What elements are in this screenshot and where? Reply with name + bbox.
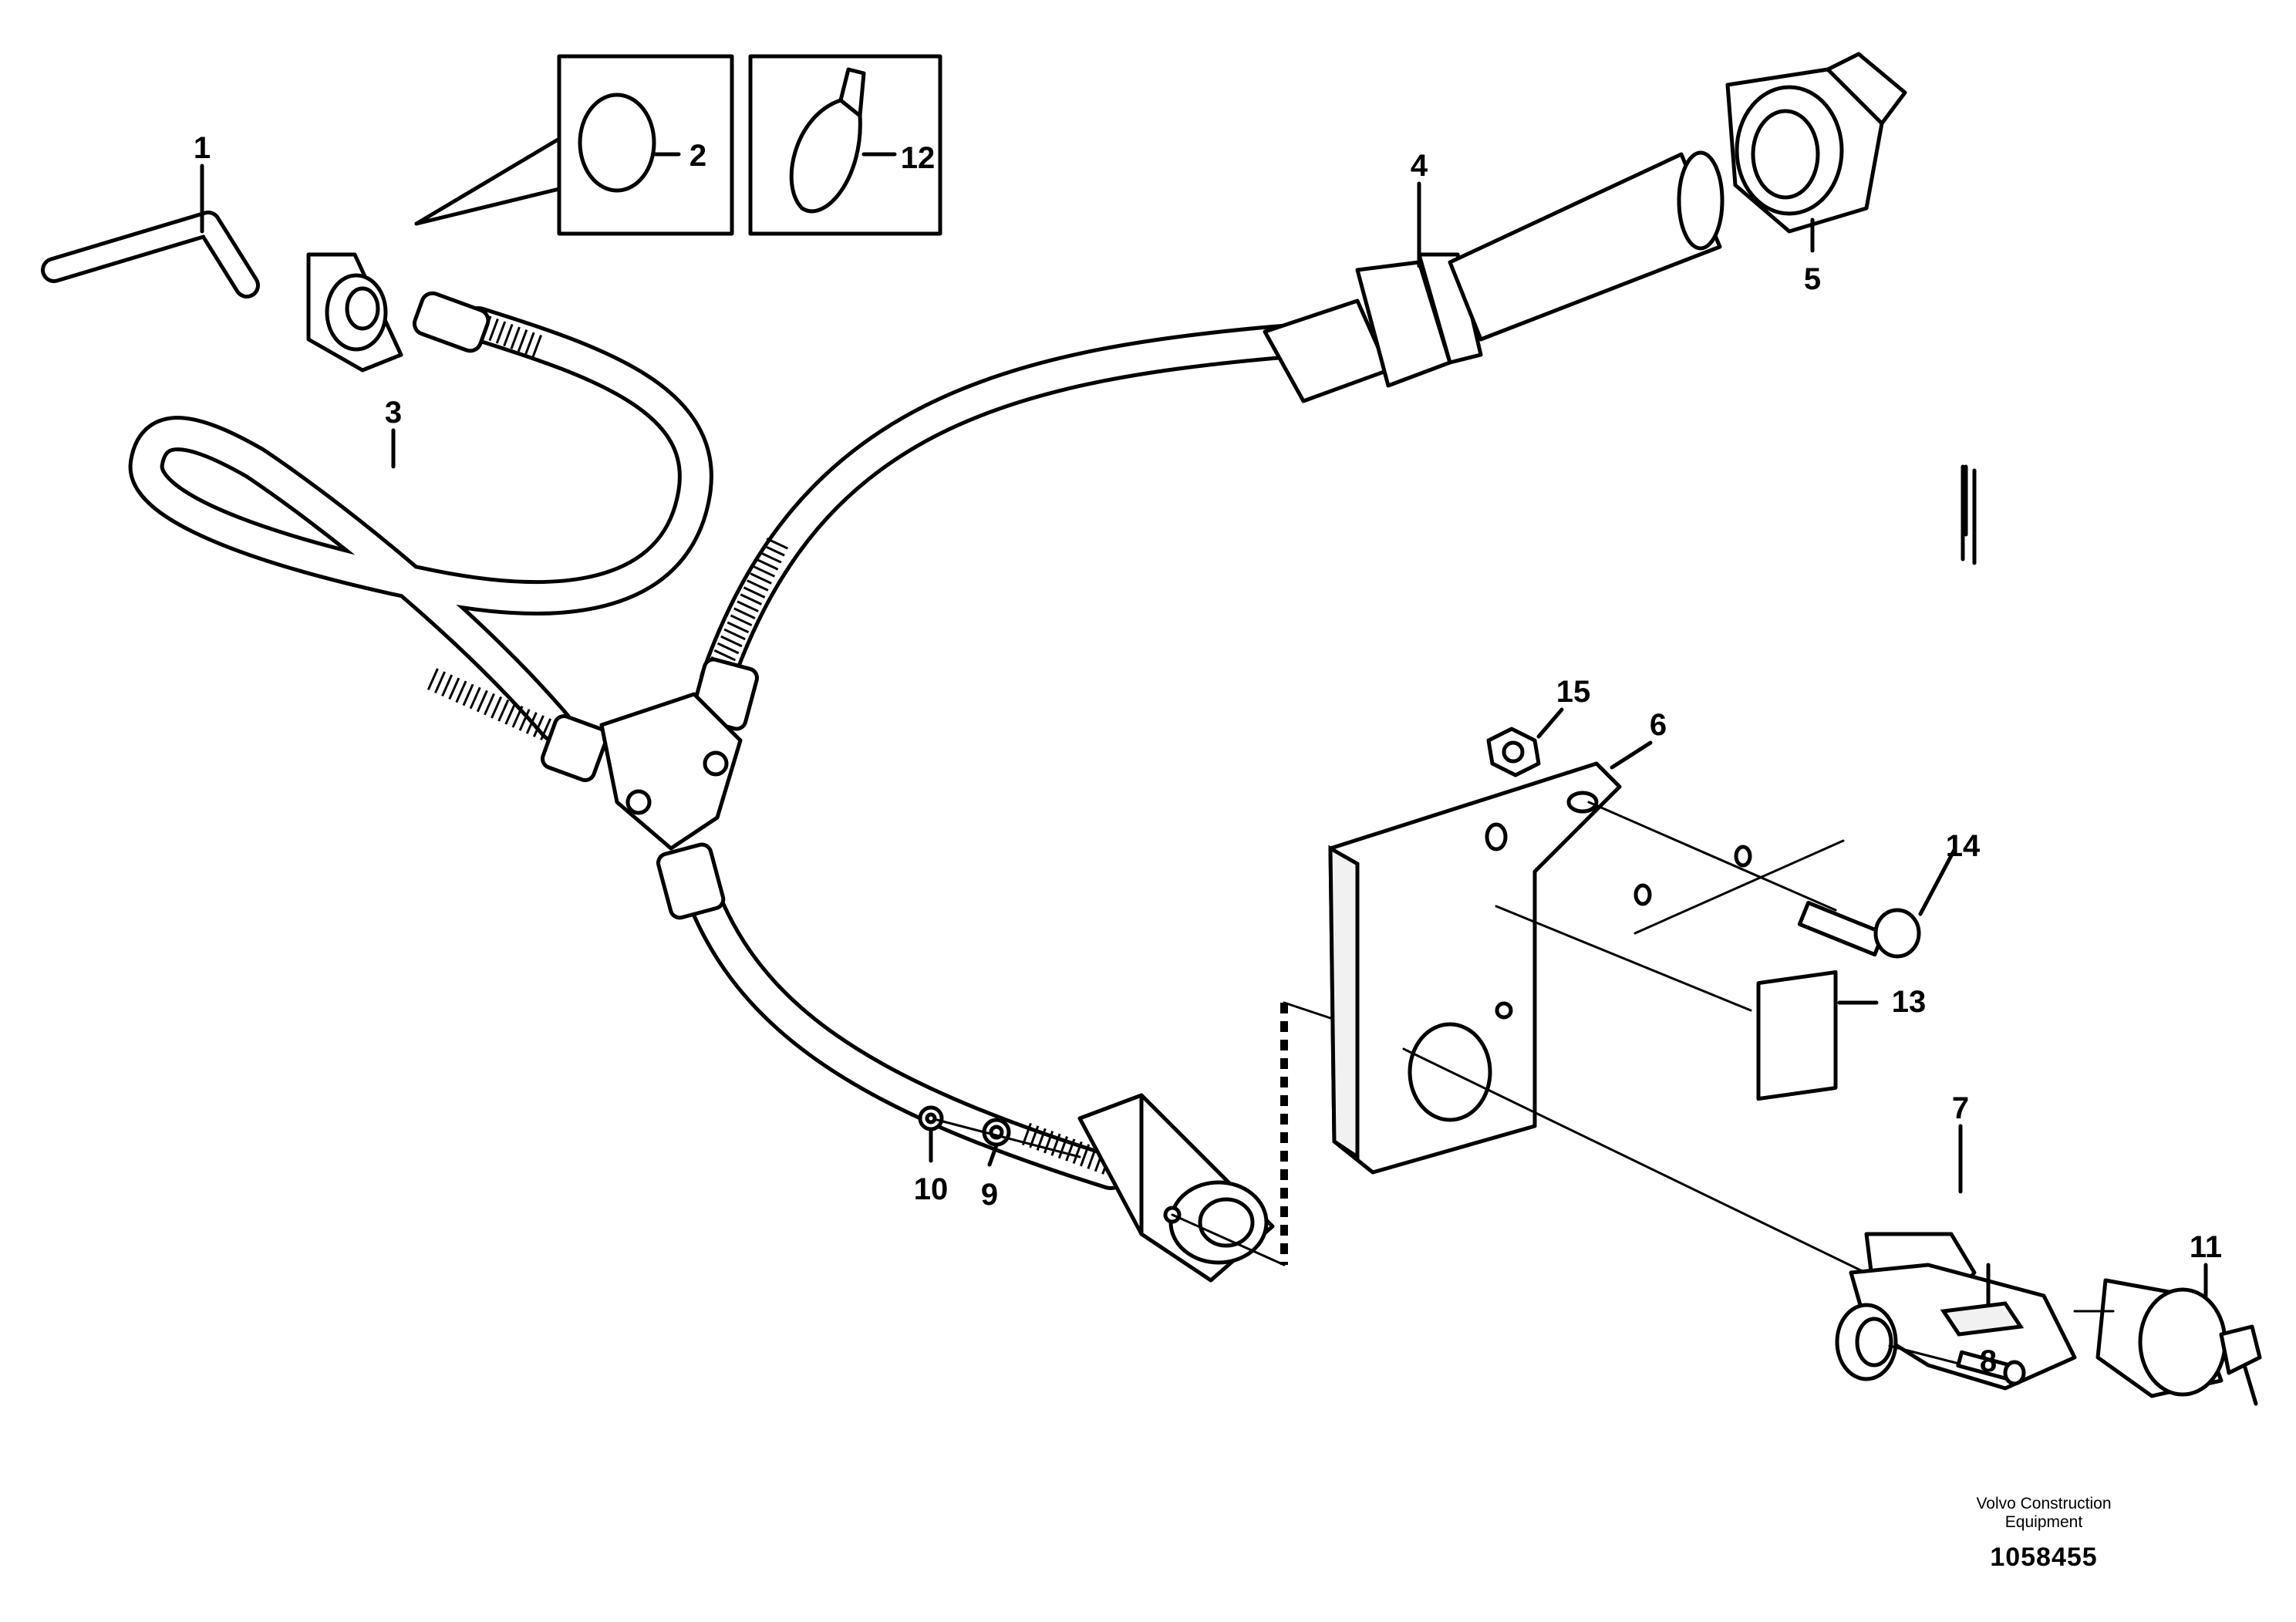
callout-6: 6	[1650, 708, 1667, 742]
callout-2: 2	[689, 139, 706, 173]
nut-15	[1486, 727, 1541, 777]
label-plate-13	[1756, 969, 1838, 1101]
document-number: 1058455	[1990, 1543, 2098, 1572]
callout-4: 4	[1411, 149, 1428, 183]
brand-line-1: Volvo Construction	[1976, 1495, 2112, 1512]
nut-5	[1725, 52, 1907, 234]
callout-10: 10	[914, 1172, 949, 1206]
publisher-credit: Volvo Construction Equipment 1058455	[1882, 1495, 2206, 1573]
callout-5: 5	[1804, 262, 1821, 296]
callout-7: 7	[1952, 1091, 1969, 1125]
cap-11	[2073, 1278, 2262, 1406]
callout-8: 8	[1980, 1344, 1997, 1378]
y-connector	[541, 657, 759, 920]
callouts: 1 2 3 4 5 6 7 8 9 10 11 12 13 14 15	[194, 131, 2222, 1378]
bolt-14	[1797, 900, 1921, 959]
callout-15: 15	[1556, 675, 1591, 709]
hose-upper	[700, 322, 1329, 696]
callout-9: 9	[981, 1178, 998, 1212]
fitting-4	[1263, 150, 1725, 403]
brand-line-2: Equipment	[2004, 1513, 2083, 1531]
hose-loop	[128, 306, 713, 751]
coupling-lower	[1077, 1093, 1286, 1283]
washers	[918, 1105, 1081, 1158]
callout-11: 11	[2190, 1230, 2222, 1264]
callout-13: 13	[1892, 985, 1927, 1019]
sender-unit	[41, 211, 491, 373]
callout-1: 1	[194, 131, 211, 165]
callout-12: 12	[901, 141, 936, 175]
bracket-6	[1328, 761, 1899, 1290]
leader-lines	[200, 164, 2208, 1306]
screw-8	[1888, 1344, 2026, 1386]
callout-14: 14	[1946, 829, 1981, 863]
callout-3: 3	[385, 396, 402, 430]
detail-box-2	[414, 54, 734, 236]
socket-7	[1835, 1232, 2077, 1391]
detail-box-12	[748, 54, 942, 236]
hose-lower	[676, 854, 1128, 1190]
